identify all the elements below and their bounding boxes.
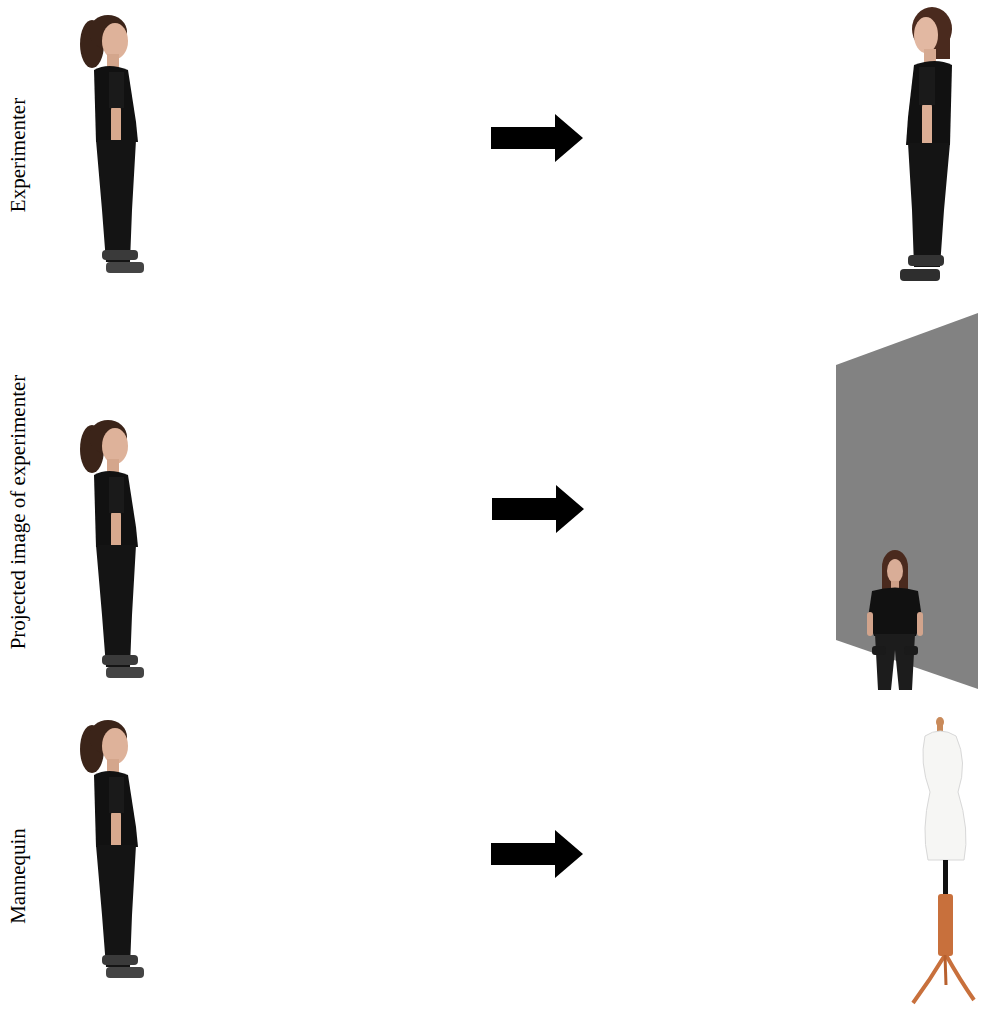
row-label: Projected image of experimenter xyxy=(6,375,31,650)
row-label: Experimenter xyxy=(6,98,31,212)
experimenter xyxy=(900,7,952,281)
participant xyxy=(80,15,144,273)
row-label: Mannequin xyxy=(6,828,31,924)
participant xyxy=(80,720,144,978)
projected-experimenter xyxy=(867,550,923,690)
projection-screen xyxy=(836,313,978,690)
arrow xyxy=(491,114,584,878)
participant xyxy=(80,420,144,678)
mannequin xyxy=(913,717,974,1003)
